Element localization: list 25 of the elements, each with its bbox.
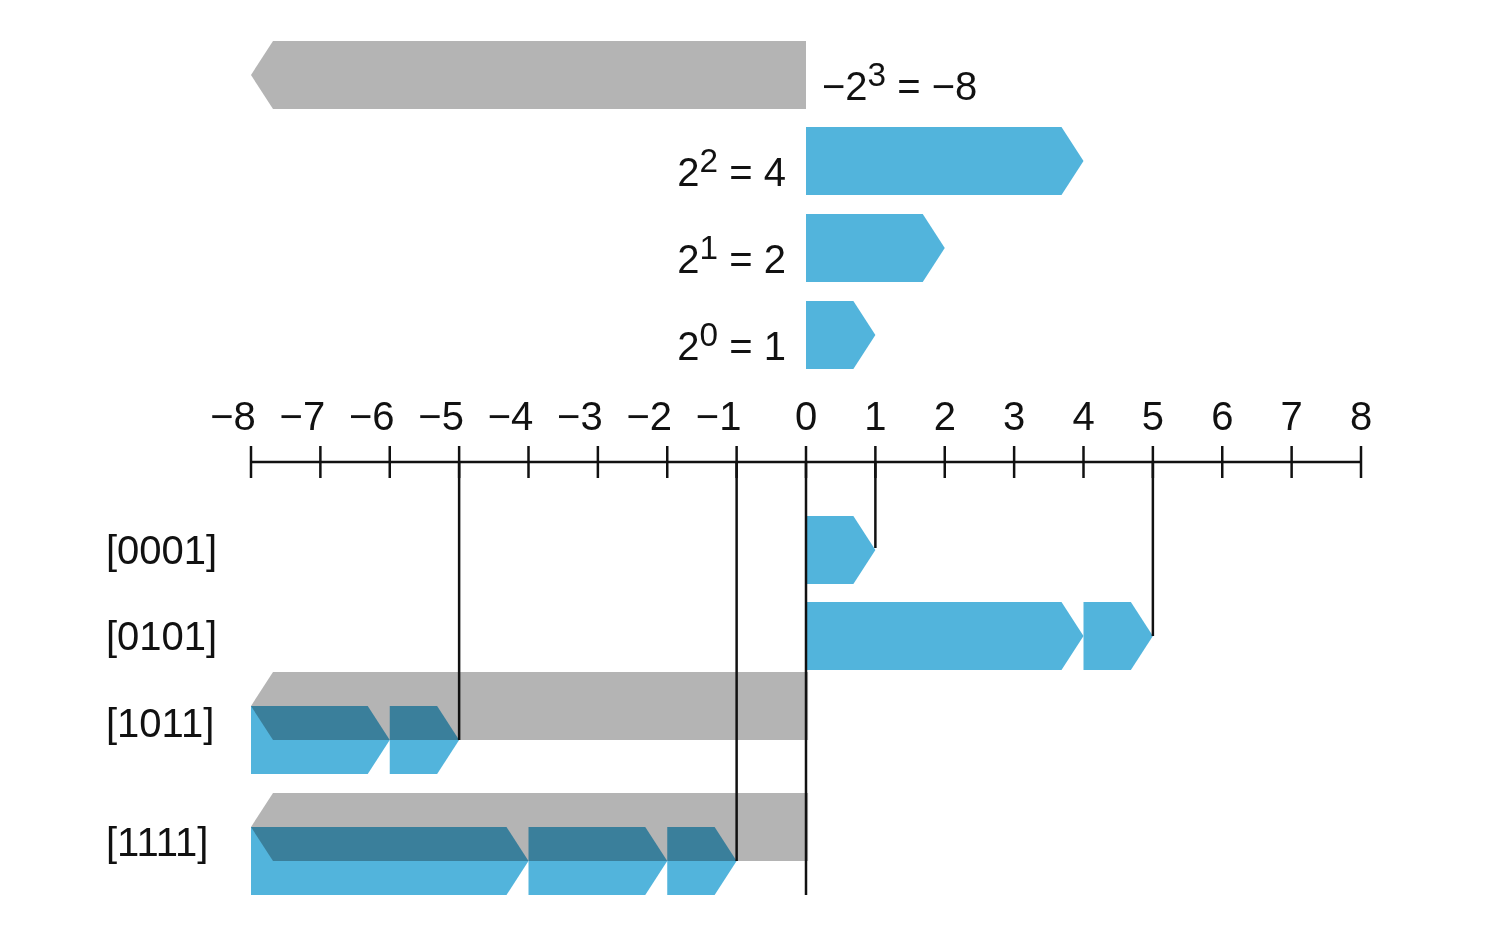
arrow-bar [251, 793, 809, 861]
arrow-bar [251, 41, 806, 109]
bit-pattern-label: [1011] [106, 703, 215, 743]
bit-pattern-label: [0001] [106, 530, 218, 570]
tick-label: 6 [1210, 396, 1235, 436]
tick-label: 8 [1348, 396, 1374, 436]
tick-label: 7 [1279, 396, 1304, 436]
power-equation: 2$^{1}$ = 2 [677, 228, 786, 280]
tick-label: 0 [793, 396, 819, 436]
tick-label: 3 [1002, 396, 1027, 436]
arrow-bar [806, 214, 945, 282]
tick-label: 1 [863, 396, 888, 436]
arrow-bar [1083, 602, 1153, 670]
power-equation: 2$^{2}$ = 4 [677, 141, 786, 193]
arrow-bar [251, 672, 809, 740]
tick-label: 2 [932, 396, 957, 436]
arrow-bar [806, 127, 1084, 195]
power-equation: −2$^{3}$ = −8 [822, 55, 978, 107]
bit-pattern-label: [1111] [106, 822, 209, 862]
tick-label: 4 [1071, 396, 1096, 436]
tick-label: 5 [1140, 396, 1165, 436]
power-equation: 2$^{0}$ = 1 [677, 315, 786, 367]
arrow-bar [806, 301, 876, 369]
bit-pattern-label: [0101] [106, 616, 218, 656]
arrow-bar [806, 516, 876, 584]
